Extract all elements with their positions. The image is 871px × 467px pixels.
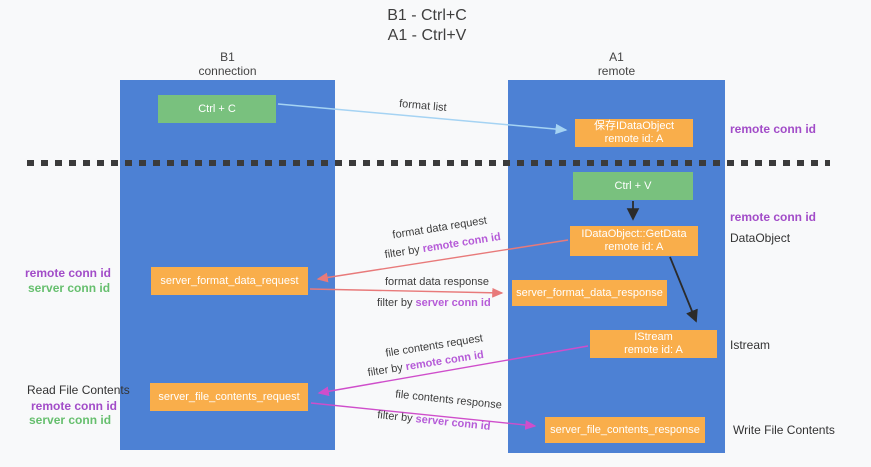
- filter-prefix: filter by: [366, 361, 407, 380]
- page-title: B1 - Ctrl+C A1 - Ctrl+V: [287, 6, 567, 46]
- annotation-server-conn-id-left-1: server conn id: [28, 281, 111, 295]
- filter-prefix: filter by: [377, 297, 416, 309]
- annotation-remote-conn-id-left-2: remote conn id: [31, 399, 118, 413]
- label-format-list: format list: [398, 97, 448, 115]
- annotation-dataobject: DataObject: [730, 231, 791, 245]
- lane-b1-name: B1: [220, 50, 235, 64]
- lane-header-b1: B1 connection: [120, 50, 335, 78]
- node-istream-line2: remote id: A: [624, 344, 683, 356]
- filter-prefix: filter by: [383, 243, 424, 262]
- node-save-idataobject-line2: remote id: A: [604, 133, 664, 145]
- lane-header-a1: A1 remote: [508, 50, 725, 78]
- arrow-format-data-response: [309, 287, 504, 298]
- node-istream: IStream remote id: A: [590, 330, 717, 358]
- title-line-2: A1 - Ctrl+V: [387, 27, 467, 44]
- label-file-contents-response: file contents response: [394, 388, 503, 412]
- node-istream-line1: IStream: [634, 331, 673, 343]
- label-filter-by-server-conn-id-2: filter by server conn id: [377, 409, 491, 433]
- node-server-file-contents-request: server_file_contents_request: [150, 383, 308, 411]
- node-save-idataobject-line1: 保存IDataObject: [593, 120, 675, 132]
- node-server-format-data-response: server_format_data_response: [512, 280, 667, 306]
- node-server-file-contents-response: server_file_contents_response: [545, 417, 705, 443]
- title-line-1: B1 - Ctrl+C: [387, 7, 467, 24]
- node-ctrl-v: Ctrl + V: [573, 172, 693, 200]
- node-server-format-data-request: server_format_data_request: [151, 267, 308, 295]
- annotation-istream: Istream: [730, 338, 771, 352]
- node-ctrl-v-label: Ctrl + V: [614, 179, 652, 192]
- session-separator-line: [27, 160, 830, 166]
- node-getdata-line2: remote id: A: [604, 241, 664, 253]
- lane-a1-name: A1: [609, 50, 624, 64]
- label-filter-by-server-conn-id-1: filter by server conn id: [377, 297, 491, 309]
- node-ctrl-c: Ctrl + C: [158, 95, 276, 123]
- lane-b1-role: connection: [198, 64, 257, 78]
- filter-prefix: filter by: [376, 409, 417, 426]
- annotation-remote-conn-id-left-1: remote conn id: [25, 266, 112, 280]
- node-format-request-label: server_format_data_request: [160, 274, 299, 287]
- label-format-data-response: format data response: [385, 276, 489, 288]
- annotation-server-conn-id-left-2: server conn id: [29, 413, 112, 427]
- annotation-remote-conn-id-right-1: remote conn id: [730, 122, 817, 136]
- server-conn-id-key: server conn id: [415, 297, 491, 309]
- node-idataobject-getdata: IDataObject::GetData remote id: A: [570, 226, 698, 256]
- server-conn-id-key: server conn id: [414, 413, 492, 433]
- node-format-response-label: server_format_data_response: [516, 286, 663, 299]
- annotation-write-file-contents: Write File Contents: [733, 423, 835, 437]
- annotation-remote-conn-id-right-2: remote conn id: [730, 210, 817, 224]
- annotation-read-file-contents: Read File Contents: [27, 383, 130, 397]
- node-getdata-line1: IDataObject::GetData: [581, 228, 687, 240]
- lane-a1-role: remote: [597, 64, 636, 78]
- node-file-request-label: server_file_contents_request: [158, 390, 300, 403]
- node-ctrl-c-label: Ctrl + C: [198, 102, 236, 115]
- node-save-idataobject: 保存IDataObject remote id: A: [575, 119, 693, 147]
- node-file-response-label: server_file_contents_response: [550, 423, 700, 436]
